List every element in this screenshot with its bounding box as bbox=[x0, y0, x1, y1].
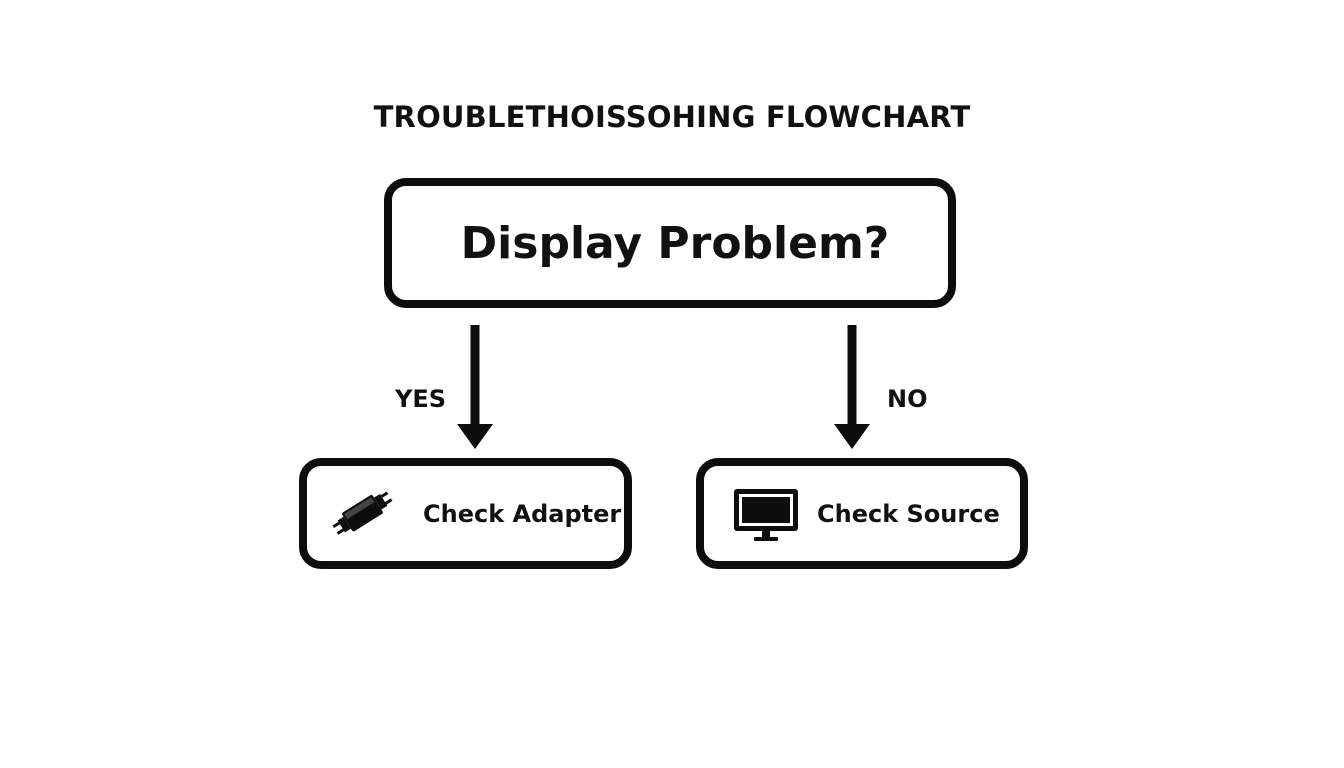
outcome-node-source: Check Source bbox=[696, 458, 1028, 569]
outcome-node-adapter: Check Adapter bbox=[299, 458, 632, 569]
decision-node: Display Problem? bbox=[384, 178, 956, 308]
adapter-icon bbox=[332, 491, 393, 535]
decision-label: Display Problem? bbox=[460, 217, 890, 269]
outcome-label-adapter: Check Adapter bbox=[423, 499, 622, 528]
no-branch-label: NO bbox=[887, 385, 928, 413]
monitor-icon bbox=[734, 489, 798, 541]
outcome-label-source: Check Source bbox=[817, 499, 1000, 528]
yes-arrow bbox=[457, 325, 493, 449]
no-arrow bbox=[834, 325, 870, 449]
flowchart-title: TROUBLETHOISSOHING FLOWCHART bbox=[373, 100, 971, 134]
yes-branch-label: YES bbox=[395, 385, 447, 413]
